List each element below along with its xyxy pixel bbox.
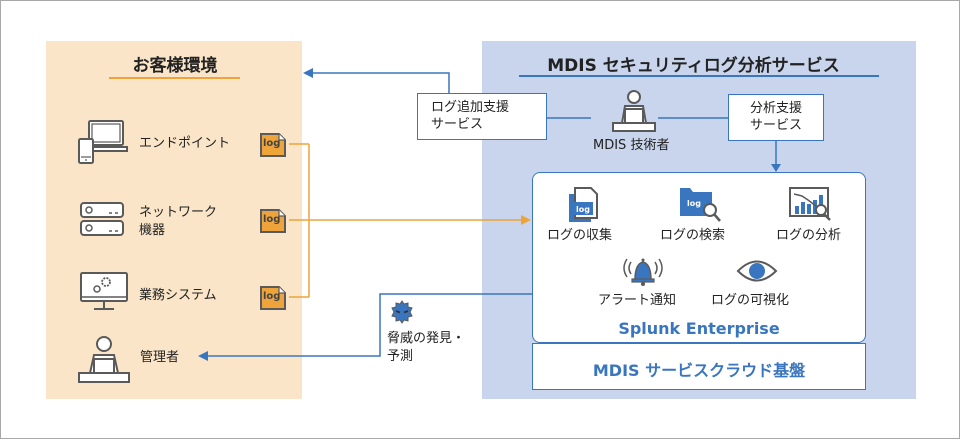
log-add-support-line2: サービス — [431, 117, 484, 132]
mdis-engineer-label: MDIS 技術者 — [593, 138, 670, 153]
endpoint-label: エンドポイント — [139, 136, 231, 151]
admin-label: 管理者 — [140, 350, 180, 365]
log-add-arrow-line — [313, 72, 450, 94]
log-badge-network: log — [259, 208, 287, 238]
chart-search-icon — [789, 187, 831, 221]
threat-line — [208, 293, 571, 357]
feature-log-collection-label: ログの収集 — [547, 228, 613, 243]
log-badge-text: log — [263, 291, 281, 302]
log-file-badge-icon — [260, 286, 286, 310]
mdis-panel-title: MDIS セキュリティログ分析サービス — [547, 56, 840, 76]
log-add-support-line1: ログ追加支援 — [431, 100, 510, 115]
feature-log-visualization-label: ログの可視化 — [711, 293, 790, 308]
person-at-desk-icon — [78, 336, 130, 383]
customer-title-underline — [109, 77, 240, 79]
log-file-icon: log — [569, 187, 598, 222]
splunk-enterprise-label: Splunk Enterprise — [618, 319, 780, 338]
customer-panel-title: お客様環境 — [132, 56, 218, 76]
cloud-platform-label: MDIS サービスクラウド基盤 — [592, 361, 806, 380]
log-file-badge-icon — [260, 209, 286, 233]
monitor-gears-icon — [80, 272, 128, 310]
log-badge-text: log — [263, 214, 281, 225]
log-badge-business: log — [259, 285, 287, 315]
alarm-bell-icon — [623, 258, 663, 286]
log-badge-text: log — [263, 138, 281, 149]
threat-detection-line1: 脅威の発見・ — [387, 331, 466, 346]
log-file-badge-icon — [260, 133, 286, 157]
feature-log-analysis-label: ログの分析 — [776, 228, 842, 243]
analysis-arrow-head — [771, 164, 781, 172]
feature-log-search-label: ログの検索 — [660, 228, 726, 243]
analysis-support-service-box: 分析支援 サービス — [728, 94, 824, 141]
business-system-label: 業務システム — [139, 288, 217, 303]
analysis-support-line2: サービス — [749, 118, 802, 133]
analysis-support-line1: 分析支援 — [749, 101, 802, 116]
network-device-label-line2: 機器 — [139, 223, 166, 238]
mdis-service-cloud-platform-box: MDIS サービスクラウド基盤 — [532, 343, 866, 390]
log-arrow-head — [521, 215, 531, 225]
laptop-phone-icon — [78, 120, 128, 164]
svg-text:log: log — [687, 199, 701, 208]
log-add-arrow-head — [303, 68, 313, 78]
feature-alert-notification-label: アラート通知 — [598, 293, 677, 308]
eye-icon — [736, 260, 778, 282]
log-folder-search-icon: log — [680, 188, 721, 222]
admin-arrow-head — [198, 351, 208, 361]
mdis-title-underline — [519, 75, 879, 77]
server-icon — [80, 202, 124, 236]
log-badge-endpoint: log — [259, 132, 287, 162]
svg-text:log: log — [576, 205, 590, 214]
engineer-person-at-desk-icon — [612, 90, 656, 132]
log-add-support-service-box: ログ追加支援 サービス — [417, 93, 547, 140]
virus-threat-icon — [391, 300, 413, 324]
threat-detection-line2: 予測 — [387, 349, 414, 364]
network-device-label-line1: ネットワーク — [139, 205, 218, 220]
